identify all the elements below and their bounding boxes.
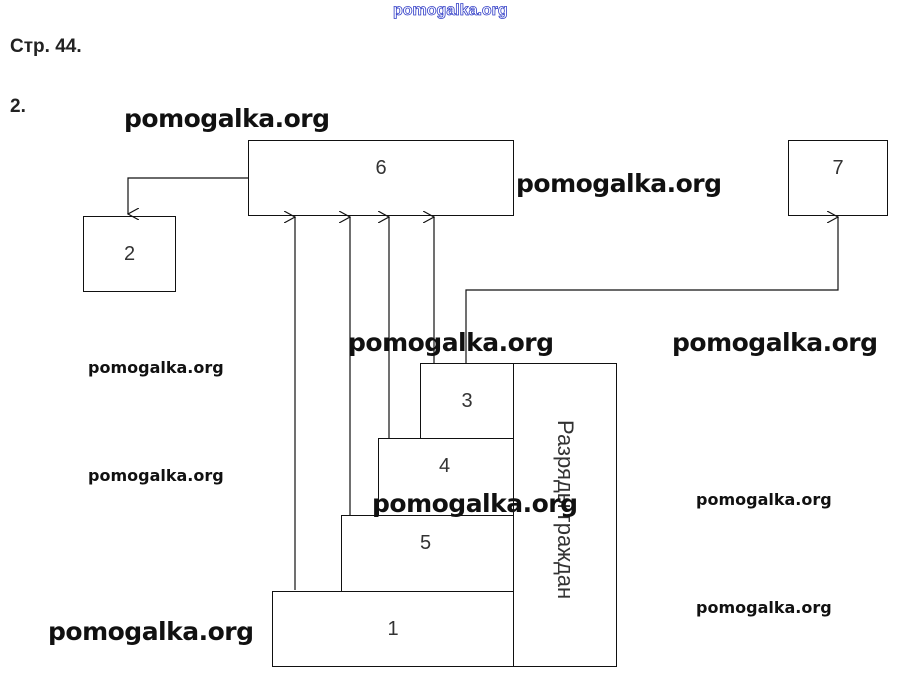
watermark: pomogalka.org [88, 466, 224, 485]
page-reference: Стр. 44. [10, 36, 82, 57]
box-6-label: 6 [375, 157, 387, 179]
watermark: pomogalka.org [696, 490, 832, 509]
watermark: pomogalka.org [124, 104, 330, 133]
watermark: pomogalka.org [372, 489, 578, 518]
box-2-label: 2 [123, 242, 136, 265]
watermark: pomogalka.org [516, 169, 722, 198]
watermark: pomogalka.org [48, 617, 254, 646]
box-5-label: 5 [420, 532, 432, 554]
box-3: 3 [420, 363, 514, 439]
watermark: pomogalka.org [696, 598, 832, 617]
box-1: 1 [272, 591, 514, 667]
box-6: 6 [248, 140, 514, 216]
box-7-label: 7 [832, 157, 844, 179]
box-5: 5 [341, 515, 514, 592]
box-1-label: 1 [387, 617, 399, 640]
task-number: 2. [10, 96, 26, 117]
arrow-6-to-2 [128, 177, 248, 214]
box-4-label: 4 [439, 455, 451, 477]
watermark: pomogalka.org [88, 358, 224, 377]
box-7: 7 [788, 140, 888, 216]
watermark: pomogalka.org [672, 328, 878, 357]
box-2: 2 [83, 216, 176, 292]
box-3-label: 3 [461, 389, 473, 412]
watermark: pomogalka.org [348, 328, 554, 357]
citizen-ranks-box: Разряды граждан [513, 363, 617, 667]
citizen-ranks-label: Разряды граждан [553, 420, 578, 600]
site-watermark[interactable]: pomogalka.org [393, 2, 508, 20]
arrow-3-to-7 [465, 217, 838, 363]
